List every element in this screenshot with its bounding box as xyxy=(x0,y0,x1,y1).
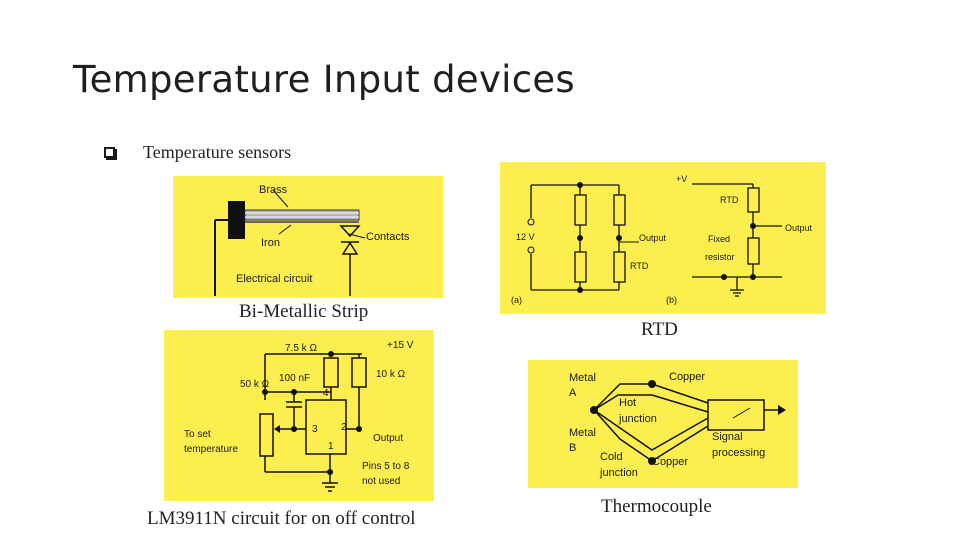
lm3911n-caption: LM3911N circuit for on off control xyxy=(147,508,416,529)
c100nf-label: 100 nF xyxy=(279,373,310,384)
label-b: (b) xyxy=(666,295,677,305)
to-set-label: To set xyxy=(184,429,211,440)
rtd-a-label: RTD xyxy=(630,261,649,271)
fixed-label: Fixed xyxy=(708,234,730,244)
rtd-diagram: 12 V Output RTD (a) (b) +V RTD Output Fi… xyxy=(500,162,826,314)
pins-unused-label-2: not used xyxy=(362,476,400,487)
bullet-square-icon xyxy=(104,147,117,160)
contacts-label: Contacts xyxy=(366,231,410,243)
vplus-label: +V xyxy=(676,174,687,184)
pin4-label: 4 xyxy=(323,388,329,399)
copper-bottom-label: Copper xyxy=(652,456,688,468)
iron-label: Iron xyxy=(261,237,280,249)
metal-a-label-1: Metal xyxy=(569,372,596,384)
cold-junction-label: junction xyxy=(599,467,638,479)
r75k-label: 7.5 k Ω xyxy=(285,343,317,354)
pin1-label: 1 xyxy=(328,441,334,452)
hot-junction-label: junction xyxy=(618,413,657,425)
resistor-label: resistor xyxy=(705,252,735,262)
pin2-label: 2 xyxy=(341,422,347,433)
rtd-output-a-label: Output xyxy=(639,233,667,243)
v15-label: +15 V xyxy=(387,340,414,351)
metal-b-label-2: B xyxy=(569,442,576,454)
rtd-output-b-label: Output xyxy=(785,223,813,233)
processing-label: processing xyxy=(712,447,765,459)
lm-output-label: Output xyxy=(373,433,403,444)
thermocouple-diagram: Metal A Metal B Copper Hot junction Cold… xyxy=(528,360,798,488)
pin3-label: 3 xyxy=(312,424,318,435)
pins-unused-label-1: Pins 5 to 8 xyxy=(362,461,410,472)
hot-label: Hot xyxy=(619,397,636,409)
metal-b-label-1: Metal xyxy=(569,427,596,439)
cold-label: Cold xyxy=(600,451,623,463)
slide-title: Temperature Input devices xyxy=(73,58,576,101)
electrical-circuit-label: Electrical circuit xyxy=(236,273,312,285)
thermocouple-caption: Thermocouple xyxy=(601,496,712,517)
r50k-label: 50 k Ω xyxy=(240,379,270,390)
metal-a-label-2: A xyxy=(569,387,577,399)
bimetallic-caption: Bi-Metallic Strip xyxy=(239,301,369,322)
section-heading: Temperature sensors xyxy=(143,142,292,162)
rtd-12v-label: 12 V xyxy=(516,232,535,242)
bimetallic-strip-diagram: Brass Iron Contacts Electrical circuit xyxy=(173,176,443,298)
label-a: (a) xyxy=(511,295,522,305)
r10k-label: 10 k Ω xyxy=(376,369,406,380)
temperature-label: temperature xyxy=(184,444,238,455)
signal-label: Signal xyxy=(712,431,743,443)
rtd-caption: RTD xyxy=(641,319,678,340)
lm3911n-diagram: 7.5 k Ω +15 V 100 nF 50 k Ω 10 k Ω 4 3 2… xyxy=(164,330,434,501)
rtd-b-label: RTD xyxy=(720,195,739,205)
brass-label: Brass xyxy=(259,184,288,196)
copper-top-label: Copper xyxy=(669,371,705,383)
